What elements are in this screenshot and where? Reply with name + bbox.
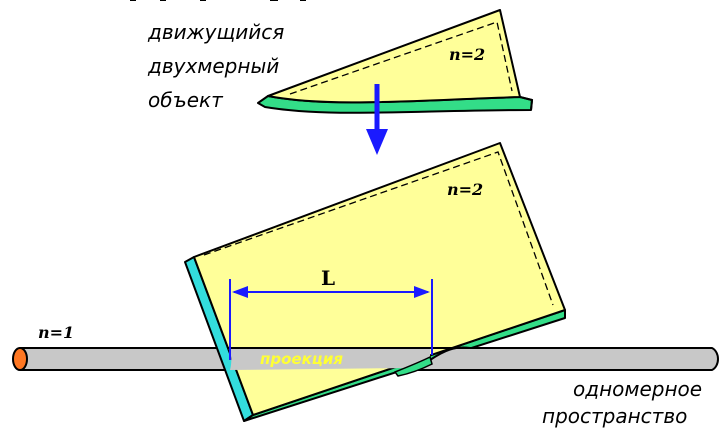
bottom-plate-dimension-label: n=2 <box>447 180 483 199</box>
space-caption-line-2: пространство <box>542 404 687 428</box>
space-caption-line-1: одномерное <box>573 377 702 401</box>
rod-dimension-label: n=1 <box>38 323 74 342</box>
top-plate-dimension-label: n=2 <box>449 45 485 64</box>
caption-line-3: объект <box>148 88 224 112</box>
length-dimension: L <box>229 266 433 360</box>
rod-right: проекция <box>12 346 719 377</box>
length-label: L <box>321 266 335 290</box>
projection-label: проекция <box>260 350 343 368</box>
moving-object-caption: движущийся двухмерный объект <box>147 20 284 112</box>
motion-arrow <box>366 84 388 155</box>
caption-line-2: двухмерный <box>147 54 279 78</box>
rod-left <box>19 347 231 371</box>
caption-line-1: движущийся <box>147 20 284 44</box>
space-caption: одномерное пространство <box>542 377 702 428</box>
bottom-plate: n=2 <box>184 142 566 422</box>
top-plate: n=2 <box>257 9 534 114</box>
